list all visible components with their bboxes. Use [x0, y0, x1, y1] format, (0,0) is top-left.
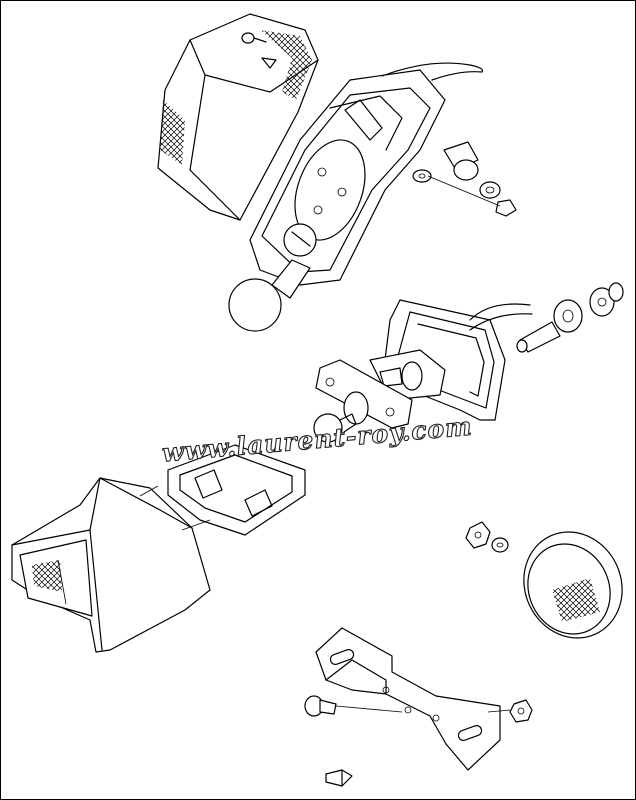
reflector-hardware	[465, 521, 509, 553]
turn-signal-lens	[157, 13, 319, 221]
plate-lamp-hardware	[516, 282, 624, 353]
plate-lamp-reflector	[315, 359, 413, 429]
turn-signal-hardware	[412, 141, 517, 217]
license-bracket	[315, 627, 501, 771]
taillight-bracket	[167, 444, 306, 536]
license-bracket-hardware	[304, 695, 533, 723]
plate-lamp-bulb	[313, 413, 357, 443]
taillight-housing	[11, 477, 211, 653]
reflector	[523, 531, 623, 639]
turn-signal-bulb	[228, 223, 317, 332]
lens-screw	[241, 32, 277, 69]
small-bulb	[325, 769, 353, 787]
